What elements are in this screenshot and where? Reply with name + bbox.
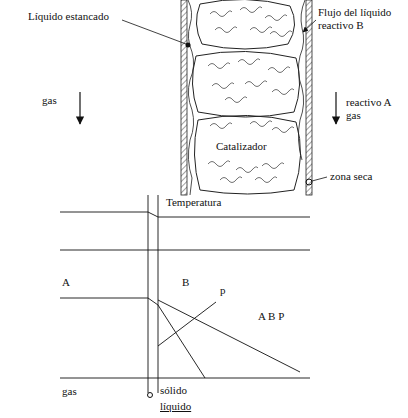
flow-arrow [335,92,336,124]
callout-label: Líquido estancado [28,10,109,23]
interface-dot [148,393,153,398]
part-label: Catalizador [216,140,267,153]
curve-label: p [220,284,226,297]
catalyst-particles [192,0,300,194]
phase-label: gas [62,385,77,398]
curve-label: A B P [258,310,284,323]
phase-label: sólido [160,384,187,397]
curve-label: A [62,276,70,289]
tube-wall [306,0,312,195]
leader-line [122,20,186,44]
flow-label: reactivo A gas [346,96,400,122]
leader-line [303,20,316,32]
flow-label: gas [42,94,57,107]
callout-dot [306,179,312,185]
curve-label: B [182,276,189,289]
callout-label: zona seca [330,170,372,183]
callout-dot [186,43,191,48]
tube-wall [181,0,187,195]
phase-label: líquido [160,400,191,413]
profile-plot [60,195,310,393]
callout-label: Flujo del líquido reactivo B [318,6,404,32]
liquid-film [188,0,194,195]
profile-label: Temperatura [166,196,221,209]
leader-line [312,177,327,181]
catalyst-texture [208,7,294,183]
flow-arrow [79,92,80,124]
